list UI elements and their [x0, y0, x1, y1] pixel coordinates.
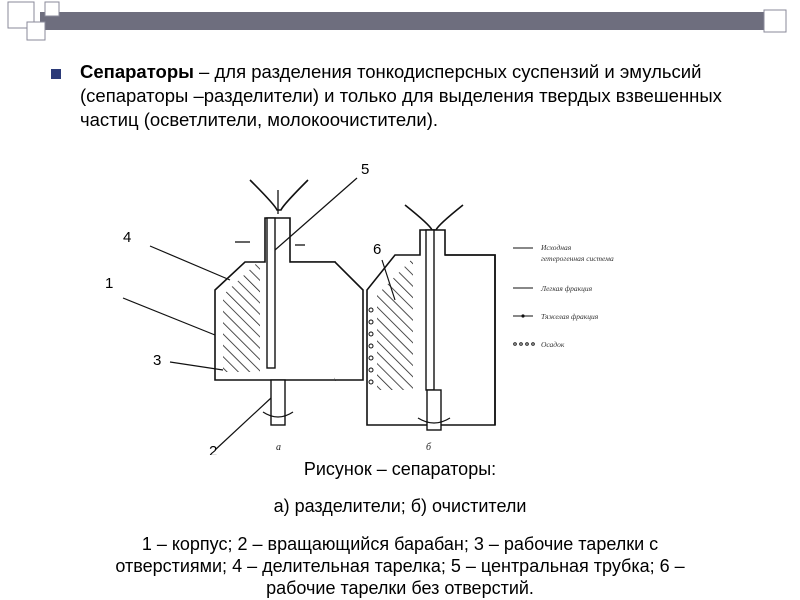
- spindle-a: [270, 379, 286, 426]
- central-tube-b: [425, 229, 435, 391]
- slide-header-decoration: [7, 1, 787, 41]
- legend-heavy: Тяжелая фракция: [541, 312, 599, 321]
- callout-2: 2: [209, 443, 217, 455]
- figure-legend-line-2: отверстиями; 4 – делительная тарелка; 5 …: [115, 556, 685, 576]
- deco-square: [7, 1, 35, 29]
- deco-square: [44, 1, 60, 17]
- term: Сепараторы: [80, 61, 194, 82]
- legend-feed-line1: Исходная: [540, 243, 572, 252]
- legend-light: Легкая фракция: [540, 284, 593, 293]
- diagram-legend: Исходная гетерогенная система Легкая фра…: [513, 243, 614, 349]
- callout-1: 1: [105, 275, 113, 292]
- spindle-b: [426, 389, 442, 431]
- subfigure-label-a: а: [276, 442, 281, 453]
- central-tube-a: [266, 217, 276, 369]
- figure-caption-title: Рисунок – сепараторы:: [303, 459, 497, 479]
- figure-legend-line-1: 1 – корпус; 2 – вращающийся барабан; 3 –…: [141, 534, 659, 554]
- figure-legend-line-3: рабочие тарелки без отверстий.: [266, 578, 534, 598]
- legend-feed-line2: гетерогенная система: [541, 254, 614, 263]
- definition-paragraph: Сепараторы – для разделения тонкодисперс…: [80, 60, 780, 132]
- feed-funnel-b: [404, 204, 464, 231]
- callout-5: 5: [361, 161, 369, 178]
- deco-square: [26, 21, 46, 41]
- bullet-square: [51, 69, 61, 79]
- rotation-arrow-b: [417, 417, 451, 424]
- separator-diagram: 4 1 3 2 5 6 а б Исходная гетерогенная си…: [105, 161, 614, 455]
- discs-a: [223, 260, 260, 372]
- housing-right-b: [445, 254, 496, 425]
- discs-b: [377, 258, 413, 390]
- sediment-dots-b: [368, 307, 374, 385]
- figure-caption-subtitle: а) разделители; б) очистители: [273, 496, 527, 516]
- subfigure-label-b: б: [426, 442, 432, 453]
- callout-3: 3: [153, 352, 161, 369]
- rotation-arrow-a: [262, 411, 294, 418]
- definition-text: – для разделения тонкодисперсных суспенз…: [80, 61, 722, 130]
- callout-4: 4: [123, 229, 131, 246]
- leader-lines: [122, 177, 396, 451]
- separator-a: [214, 179, 364, 426]
- housing-right-a: [290, 261, 364, 381]
- callout-6: 6: [373, 241, 381, 258]
- deco-square: [763, 9, 787, 33]
- separator-b: [366, 204, 496, 431]
- legend-sediment: Осадок: [541, 340, 565, 349]
- feed-funnel-a: [249, 179, 309, 211]
- header-bar: [40, 12, 785, 30]
